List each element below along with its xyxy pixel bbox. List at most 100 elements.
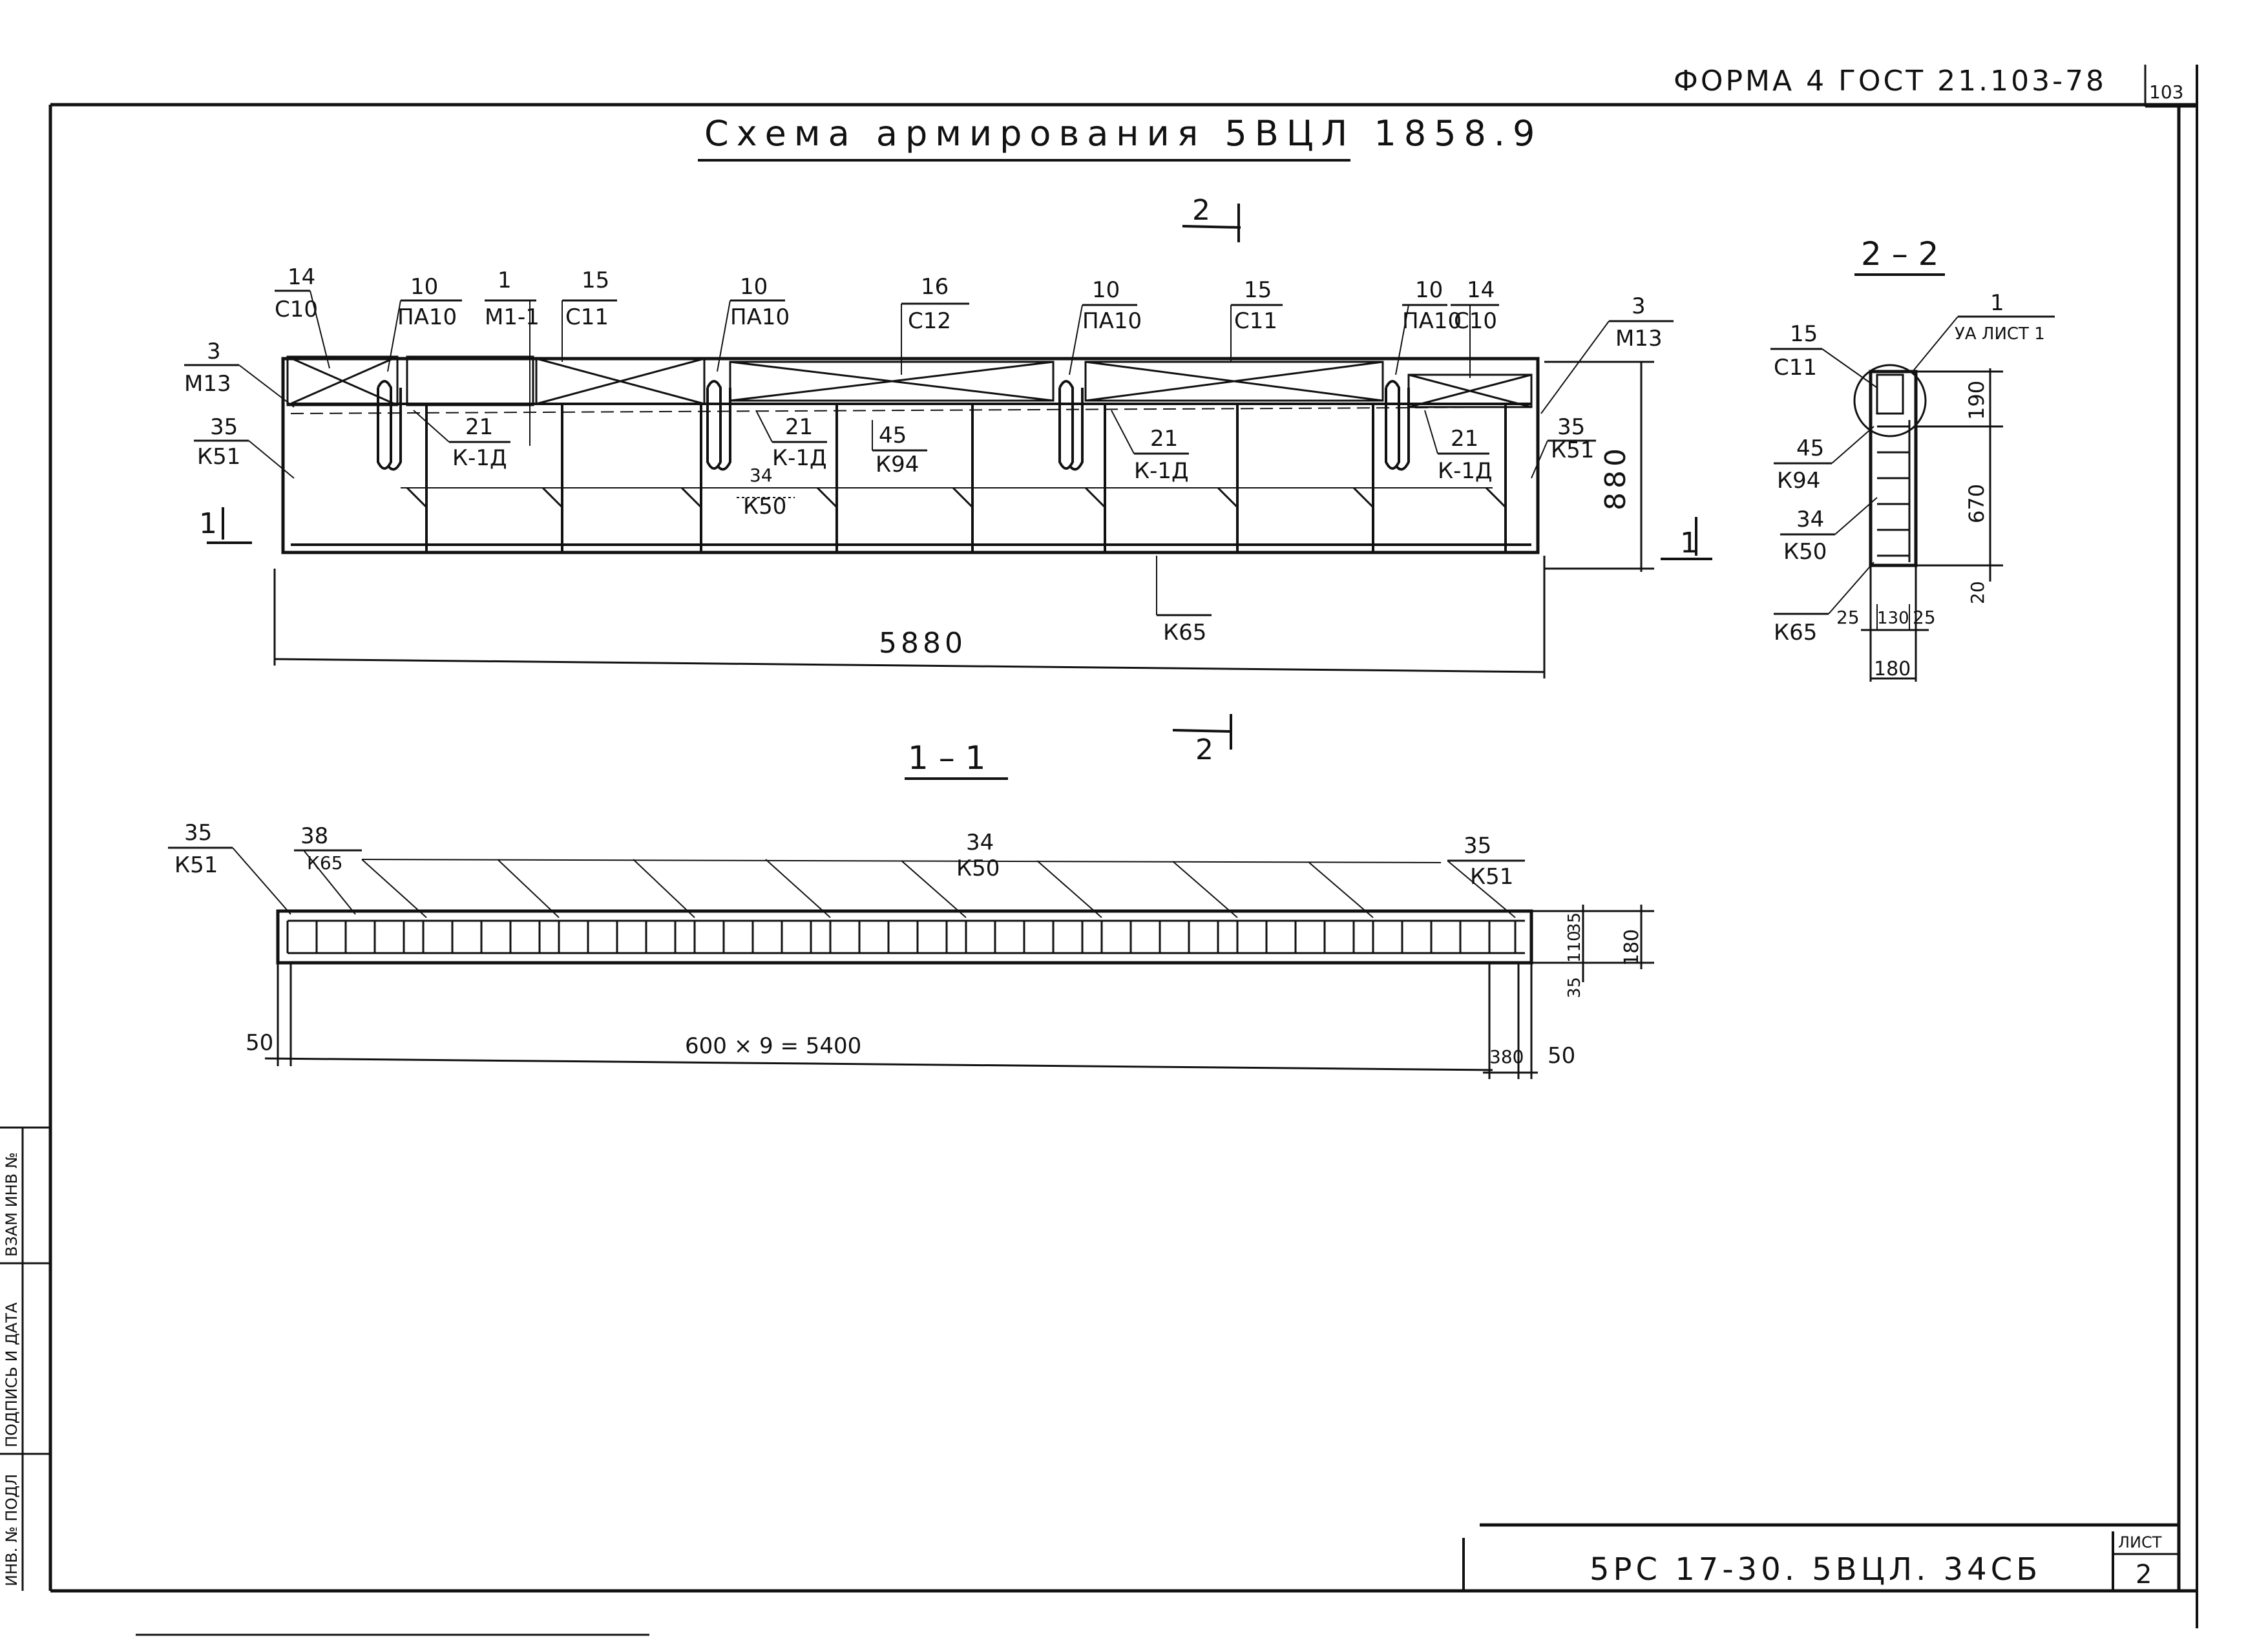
corner-number: 103	[2149, 81, 2183, 103]
svg-text:10: 10	[740, 274, 768, 300]
section-cut-marks	[207, 204, 1712, 750]
svg-text:35: 35	[210, 414, 238, 440]
callout: 35 К51	[1531, 414, 1596, 479]
form-note: ФОРМА 4 ГОСТ 21.103-78	[1674, 65, 2106, 98]
callout: 10 ПА10	[1395, 277, 1462, 375]
dim-line-length	[274, 658, 1545, 673]
dim-2-2-w1: 25	[1836, 607, 1860, 628]
drawing-frame	[48, 65, 2198, 1636]
section-1-1: 1 – 1	[264, 739, 1654, 1079]
elevation-outline	[281, 357, 1540, 554]
svg-text:С11: С11	[1774, 355, 1817, 381]
svg-text:45: 45	[879, 423, 907, 448]
dim-length: 5880	[879, 627, 967, 660]
svg-text:С10: С10	[1454, 308, 1497, 334]
svg-text:К-1Д: К-1Д	[1438, 458, 1493, 484]
svg-text:16: 16	[921, 274, 949, 300]
plan-leader-fan	[361, 859, 1442, 918]
svg-text:ПА10: ПА10	[1082, 308, 1142, 334]
svg-text:К50: К50	[956, 856, 1000, 881]
svg-text:К51: К51	[174, 852, 218, 878]
callout: 15 С11	[562, 268, 617, 362]
dim-2-2-w3: 25	[1913, 607, 1936, 628]
section-1-1-outline	[276, 909, 1533, 965]
section-2-2-callouts: 15 С11 1 УА ЛИСТ 1 45 К94 34 К50 К65	[1770, 290, 2055, 646]
svg-text:М1-1: М1-1	[485, 304, 540, 330]
elevation-callouts: 14 С10 10 ПА10 1 М1-1 15 С11 10 ПА10	[184, 264, 1674, 646]
callout: 34 К50	[737, 465, 795, 520]
callout: 10 ПА10	[387, 274, 462, 372]
plan-stirrup-ticks	[286, 921, 1517, 953]
sheet-ref-label: УА ЛИСТ 1	[1955, 324, 2045, 344]
plan-dim-end: 380	[1489, 1046, 1524, 1067]
svg-text:М13: М13	[184, 371, 231, 397]
svg-text:ПА10: ПА10	[1402, 308, 1462, 334]
drawing-title: Схема армирования 5ВЦЛ 1858.9	[704, 113, 1542, 154]
svg-text:34: 34	[750, 465, 773, 486]
dim-2-2-w2: 130	[1877, 609, 1909, 628]
svg-text:С12: С12	[908, 308, 951, 334]
callout: 15 С11	[1770, 321, 1878, 388]
lifting-loops	[377, 380, 1410, 471]
svg-text:К65: К65	[1774, 620, 1817, 646]
dim-2-2-top: 190	[1964, 381, 1989, 420]
callout: 21 К-1Д	[1424, 410, 1493, 484]
callout: 38 К65	[294, 823, 362, 915]
callout: 35 К51	[1447, 833, 1525, 918]
svg-text:С11: С11	[1234, 308, 1277, 334]
svg-text:15: 15	[582, 268, 609, 293]
svg-text:35: 35	[1557, 414, 1585, 440]
svg-text:К65: К65	[307, 852, 343, 874]
svg-text:К50: К50	[1783, 539, 1827, 565]
sheet-label: ЛИСТ	[2118, 1533, 2162, 1551]
svg-text:45: 45	[1796, 436, 1824, 461]
svg-text:К65: К65	[1163, 620, 1206, 646]
top-mesh-panels	[286, 355, 1533, 408]
callout: К65	[1156, 556, 1212, 646]
callout: 1 УА ЛИСТ 1	[1912, 290, 2055, 372]
callout: К65	[1774, 562, 1874, 646]
svg-text:К-1Д: К-1Д	[772, 445, 827, 471]
plan-dim-v1: 35	[1565, 912, 1584, 934]
stamp-inv-podl: ИНВ. № ПОДЛ	[3, 1474, 21, 1586]
dim-height: 880	[1599, 445, 1632, 510]
svg-text:К-1Д: К-1Д	[1134, 458, 1189, 484]
callout: 14 С10	[1451, 277, 1499, 378]
callout: 10 ПА10	[717, 274, 790, 372]
svg-text:К-1Д: К-1Д	[452, 445, 507, 471]
callout: 15 С11	[1230, 277, 1283, 362]
svg-text:21: 21	[785, 414, 813, 440]
callout: 16 С12	[901, 274, 969, 375]
dim-2-2-total: 180	[1874, 658, 1911, 680]
svg-text:1: 1	[498, 268, 512, 293]
callout: 21 К-1Д	[1111, 410, 1189, 484]
callout: 34 К50	[956, 830, 1000, 881]
svg-text:К50: К50	[743, 494, 786, 520]
svg-text:ПА10: ПА10	[730, 304, 790, 330]
callout: 21 К-1Д	[413, 410, 510, 471]
section-2-2: 2 – 2	[1853, 235, 2003, 682]
callout: 3 М13	[184, 339, 295, 408]
callout: 35 К51	[194, 414, 295, 479]
svg-text:10: 10	[1092, 277, 1120, 303]
svg-text:15: 15	[1244, 277, 1272, 303]
dim-2-2-bot: 20	[1967, 581, 1988, 604]
svg-text:21: 21	[1150, 426, 1178, 452]
svg-text:ПА10: ПА10	[397, 304, 457, 330]
elevation-stirrups	[425, 404, 1507, 552]
callout: 21 К-1Д	[755, 410, 827, 471]
dim-2-2-mid: 670	[1964, 484, 1989, 523]
sheet-number: 2	[2136, 1560, 2152, 1590]
plan-dim-right: 50	[1548, 1043, 1575, 1069]
section-mark-2-bottom: 2	[1195, 733, 1213, 766]
callout: 45 К94	[872, 420, 927, 478]
callout: 1 М1-1	[485, 268, 540, 446]
svg-text:К51: К51	[1551, 437, 1594, 463]
svg-text:С10: С10	[275, 297, 318, 322]
svg-text:К51: К51	[197, 444, 240, 470]
section-1-1-callouts: 35 К51 38 К65 34 К50 35 К51	[168, 820, 1525, 918]
svg-text:34: 34	[966, 830, 994, 856]
svg-text:35: 35	[184, 820, 212, 846]
side-stamp	[0, 1126, 50, 1591]
